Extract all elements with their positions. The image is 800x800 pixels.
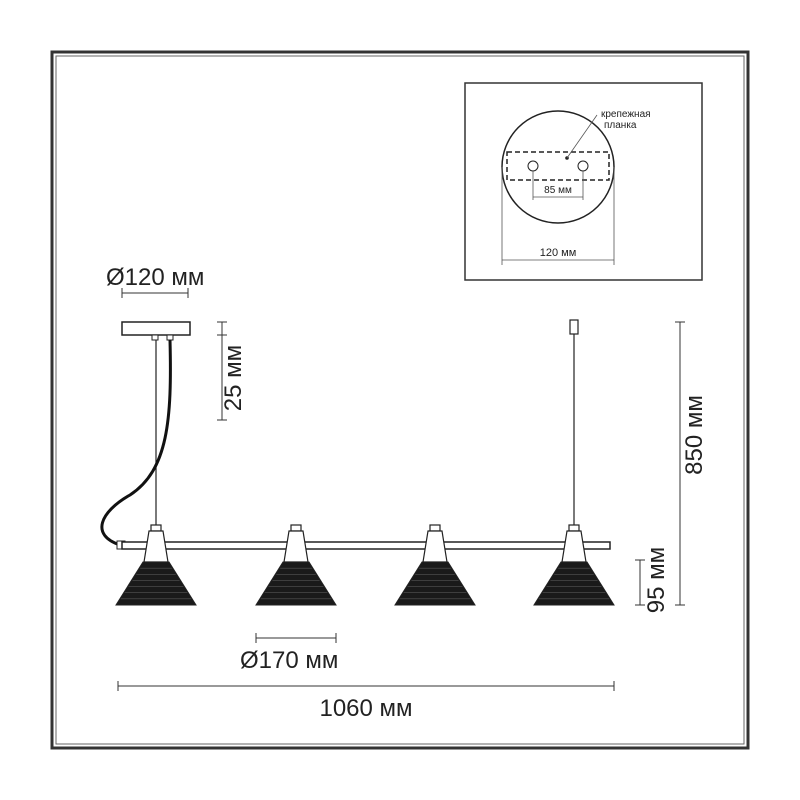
shade-4 — [533, 524, 615, 606]
canopy — [121, 321, 191, 341]
canopy-plate — [121, 321, 191, 336]
shade-cap — [290, 524, 302, 532]
wire-holder-right — [569, 319, 579, 335]
canopy-clamp-left — [151, 334, 159, 341]
shades-group — [115, 524, 615, 606]
canopy-height-dimension: 25 мм — [217, 321, 247, 421]
inset-frame — [464, 82, 703, 281]
power-cable — [100, 339, 172, 547]
total-length-text: 1060 мм — [319, 695, 412, 722]
shade-height-dimension: 95 мм — [635, 547, 670, 613]
horizontal-bar — [121, 541, 611, 550]
mount-label-line1: крепежная — [601, 109, 651, 120]
inner-frame — [55, 55, 745, 745]
shade-cone — [115, 561, 197, 606]
shade-diameter-dimension: Ø170 мм — [240, 633, 338, 674]
shade-1 — [115, 524, 197, 606]
mount-inset: крепежная планка 85 мм 120 мм — [464, 82, 703, 281]
shade-cone — [394, 561, 476, 606]
shade-cap — [568, 524, 580, 532]
shade-holder — [561, 530, 587, 563]
shade-2 — [255, 524, 337, 606]
canopy-clamp-right — [166, 334, 174, 341]
shade-dia-text: Ø170 мм — [240, 647, 338, 674]
shade-holder — [422, 530, 448, 563]
shade-cap — [150, 524, 162, 532]
plate-dia-text: 120 мм — [540, 247, 577, 259]
outer-frame — [50, 50, 750, 750]
shade-cone — [255, 561, 337, 606]
total-height-dimension: 850 мм — [675, 321, 708, 606]
canopy-height-text: 25 мм — [220, 345, 247, 411]
shade-holder — [143, 530, 169, 563]
total-height-text: 850 мм — [681, 395, 708, 475]
shade-cone — [533, 561, 615, 606]
mount-label-leader — [566, 114, 598, 159]
mount-label-line2: планка — [604, 120, 637, 131]
shade-3 — [394, 524, 476, 606]
shade-height-text: 95 мм — [643, 547, 670, 613]
mounting-bar — [506, 151, 610, 181]
canopy-diameter-dimension: Ø120 мм — [106, 264, 204, 298]
hole-spacing-text: 85 мм — [544, 185, 572, 196]
total-length-dimension: 1060 мм — [117, 681, 615, 722]
shade-cap — [429, 524, 441, 532]
canopy-dia-text: Ø120 мм — [106, 264, 204, 291]
shade-holder — [283, 530, 309, 563]
